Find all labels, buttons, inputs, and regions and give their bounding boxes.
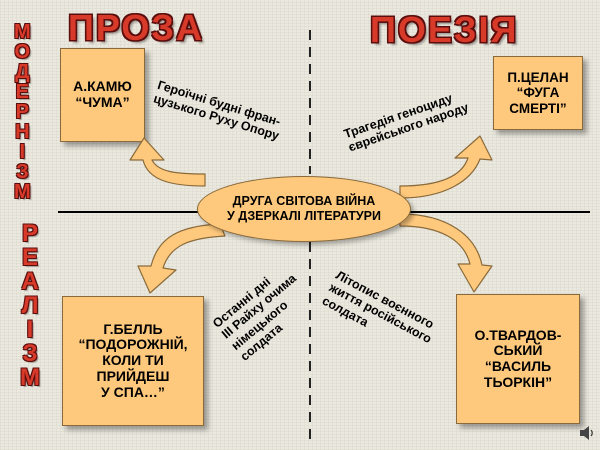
vertical-letter: М [14, 21, 31, 43]
vertical-letter: А [21, 268, 39, 295]
vertical-letter: Р [21, 220, 38, 247]
vertical-letter: Л [21, 292, 39, 319]
vertical-letter: Н [15, 121, 30, 143]
vertical-letter: І [19, 141, 26, 163]
arrow-to-tvardovsky [399, 213, 493, 293]
box-camus: А.КАМЮ “ЧУМА” [60, 48, 145, 142]
vertical-letter: З [22, 340, 38, 367]
vertical-letter: І [26, 316, 34, 343]
arrow-to-celan [399, 135, 493, 199]
heading-prose: ПРОЗА [68, 7, 204, 48]
vertical-letter: Р [15, 101, 29, 123]
vertical-letter: М [20, 364, 40, 391]
vertical-letter: Е [15, 81, 29, 103]
box-tvardovsky: О.ТВАРДОВ- СЬКИЙ “ВАСИЛЬ ТЬОРКІН” [456, 294, 580, 424]
vertical-letter: Е [21, 244, 38, 271]
arrow-to-camus [129, 137, 206, 187]
vertical-letter: Д [15, 61, 30, 83]
arrow-to-boll [137, 223, 226, 294]
box-celan: П.ЦЕЛАН “ФУГА СМЕРТІ” [493, 56, 583, 130]
heading-poetry: ПОЕЗІЯ [370, 9, 519, 50]
vertical-letter: М [14, 181, 31, 203]
box-boll: Г.БЕЛЛЬ “ПОДОРОЖНІЙ, КОЛИ ТИ ПРИЙДЕШ У С… [62, 296, 204, 426]
vertical-letter: З [16, 161, 29, 183]
speaker-icon[interactable] [578, 424, 596, 447]
center-topic: ДРУГА СВІТОВА ВІЙНА У ДЗЕРКАЛІ ЛІТЕРАТУР… [197, 176, 411, 242]
speaker-icon-glyph [580, 426, 593, 440]
vertical-letter: О [14, 41, 31, 63]
